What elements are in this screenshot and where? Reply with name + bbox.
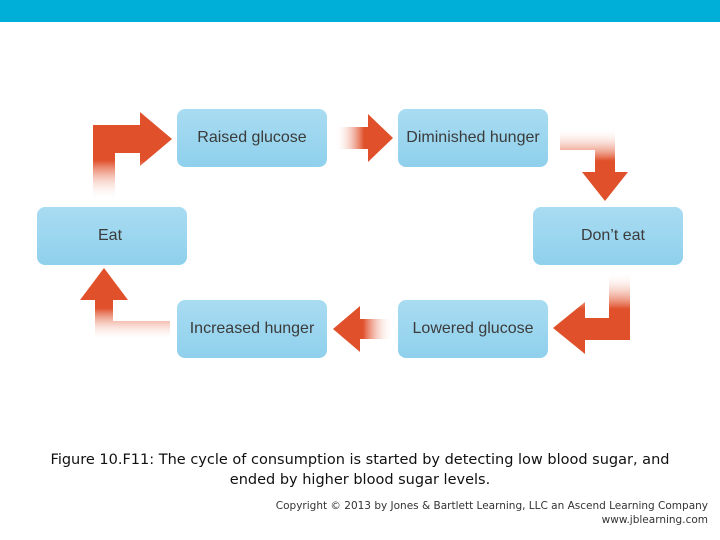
node-label: Increased hunger xyxy=(189,320,315,337)
node-lowered-glucose: Lowered glucose xyxy=(398,300,548,358)
arrow-increased-to-eat xyxy=(80,268,170,341)
copyright-text: Copyright © 2013 by Jones & Bartlett Lea… xyxy=(275,500,708,512)
figure-caption: Figure 10.F11: The cycle of consumption … xyxy=(40,450,680,490)
node-diminished-hunger: Diminished hunger xyxy=(398,109,548,167)
node-label: Lowered glucose xyxy=(412,320,534,337)
node-raised-glucose: Raised glucose xyxy=(177,109,327,167)
caption-line-2: ended by higher blood sugar levels. xyxy=(229,472,491,488)
node-eat: Eat xyxy=(37,207,187,265)
node-increased-hunger: Increased hunger xyxy=(177,300,327,358)
arrow-dont-eat-to-lowered xyxy=(553,272,630,354)
arrow-eat-to-raised-glucose xyxy=(93,112,172,200)
node-dont-eat: Don’t eat xyxy=(533,207,683,265)
header-bar xyxy=(0,0,720,22)
node-label: Diminished hunger xyxy=(406,129,540,146)
arrow-lowered-to-increased xyxy=(333,306,393,352)
caption-line-1: Figure 10.F11: The cycle of consumption … xyxy=(50,452,670,468)
arrow-diminished-to-dont-eat xyxy=(560,128,628,201)
node-label: Eat xyxy=(98,227,123,244)
arrow-raised-to-diminished xyxy=(335,114,393,162)
node-label: Raised glucose xyxy=(197,129,307,146)
copyright-notice: Copyright © 2013 by Jones & Bartlett Lea… xyxy=(276,499,708,527)
node-label: Don’t eat xyxy=(580,227,645,244)
publisher-url: www.jblearning.com xyxy=(601,514,708,526)
